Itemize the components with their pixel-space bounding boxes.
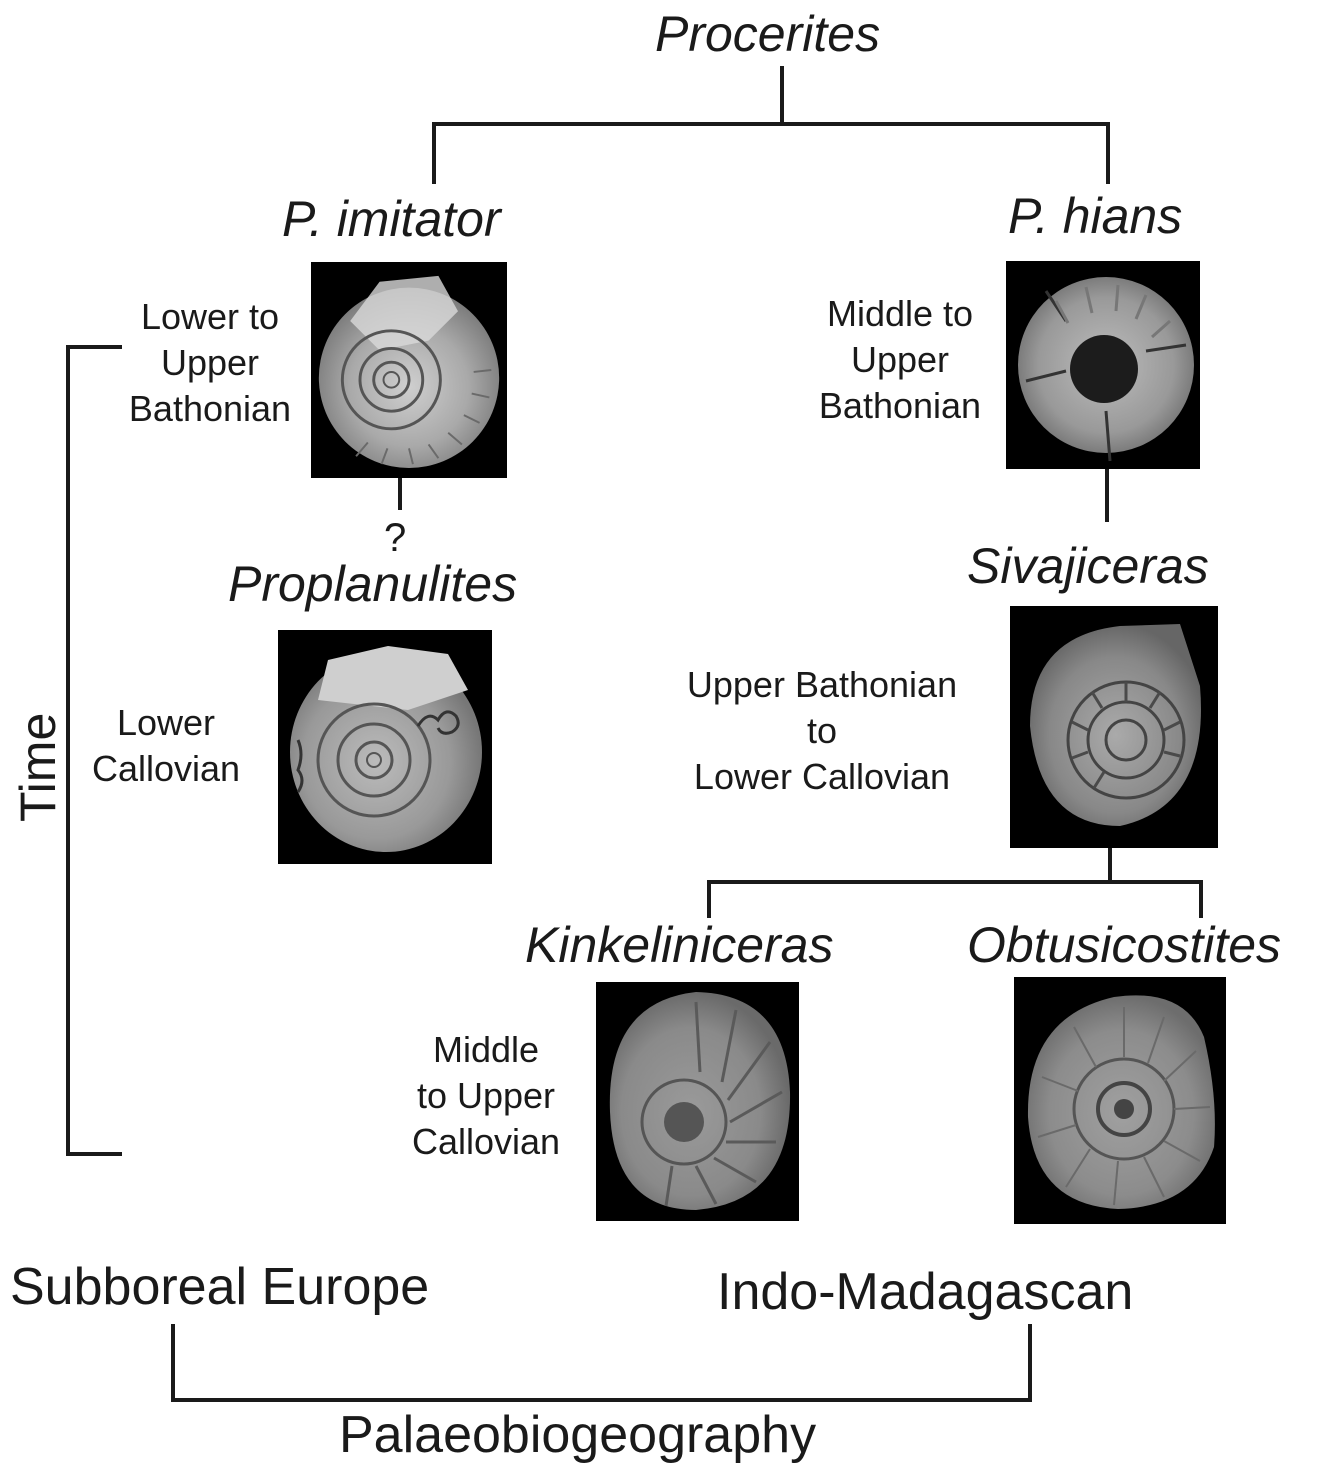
kinkeliniceras-stem <box>707 880 711 918</box>
taxon-p-hians: P. hians <box>1008 188 1182 244</box>
palaeobiogeography-label: Palaeobiogeography <box>339 1405 816 1465</box>
fossil-photo-p-imitator <box>311 262 507 478</box>
taxon-procerites: Procerites <box>655 6 880 62</box>
uncertain-link-mark: ? <box>384 516 406 560</box>
taxon-sivajiceras: Sivajiceras <box>967 538 1209 594</box>
time-bracket-bottom <box>66 1152 122 1156</box>
taxon-p-imitator: P. imitator <box>282 191 501 247</box>
age-proplanulites: Lower Callovian <box>76 700 256 792</box>
time-axis-label: Time <box>10 722 66 822</box>
region-indo-madagascan: Indo-Madagascan <box>717 1262 1133 1322</box>
taxon-kinkeliniceras: Kinkeliniceras <box>525 917 833 973</box>
imitator-to-proplanulites-line <box>398 476 402 510</box>
fossil-photo-proplanulites <box>278 630 492 864</box>
root-stem <box>780 66 784 124</box>
fossil-photo-obtusicostites <box>1014 977 1226 1224</box>
hians-stem <box>1106 122 1110 184</box>
fossil-photo-kinkeliniceras <box>596 982 799 1221</box>
imitator-stem <box>432 122 436 184</box>
region-subboreal-europe: Subboreal Europe <box>10 1257 429 1317</box>
taxon-proplanulites: Proplanulites <box>228 556 517 612</box>
age-p-hians: Middle to Upper Bathonian <box>800 291 1000 429</box>
geo-bracket-left <box>171 1324 175 1402</box>
geo-bracket-right <box>1028 1324 1032 1402</box>
age-sivajiceras: Upper Bathonian to Lower Callovian <box>660 662 984 800</box>
sivajiceras-stem <box>1108 846 1112 882</box>
fossil-photo-sivajiceras <box>1010 606 1218 848</box>
sivajiceras-branch-bar <box>707 880 1203 884</box>
obtusicostites-stem <box>1199 880 1203 918</box>
time-bracket-vertical <box>66 345 70 1156</box>
taxon-obtusicostites: Obtusicostites <box>967 917 1281 973</box>
geo-bracket-bottom <box>171 1398 1032 1402</box>
hians-to-sivajiceras-line <box>1105 468 1109 522</box>
fossil-photo-p-hians <box>1006 261 1200 469</box>
age-p-imitator: Lower to Upper Bathonian <box>110 294 310 432</box>
root-branch-bar <box>432 122 1110 126</box>
age-kinkeliniceras: Middle to Upper Callovian <box>396 1027 576 1165</box>
